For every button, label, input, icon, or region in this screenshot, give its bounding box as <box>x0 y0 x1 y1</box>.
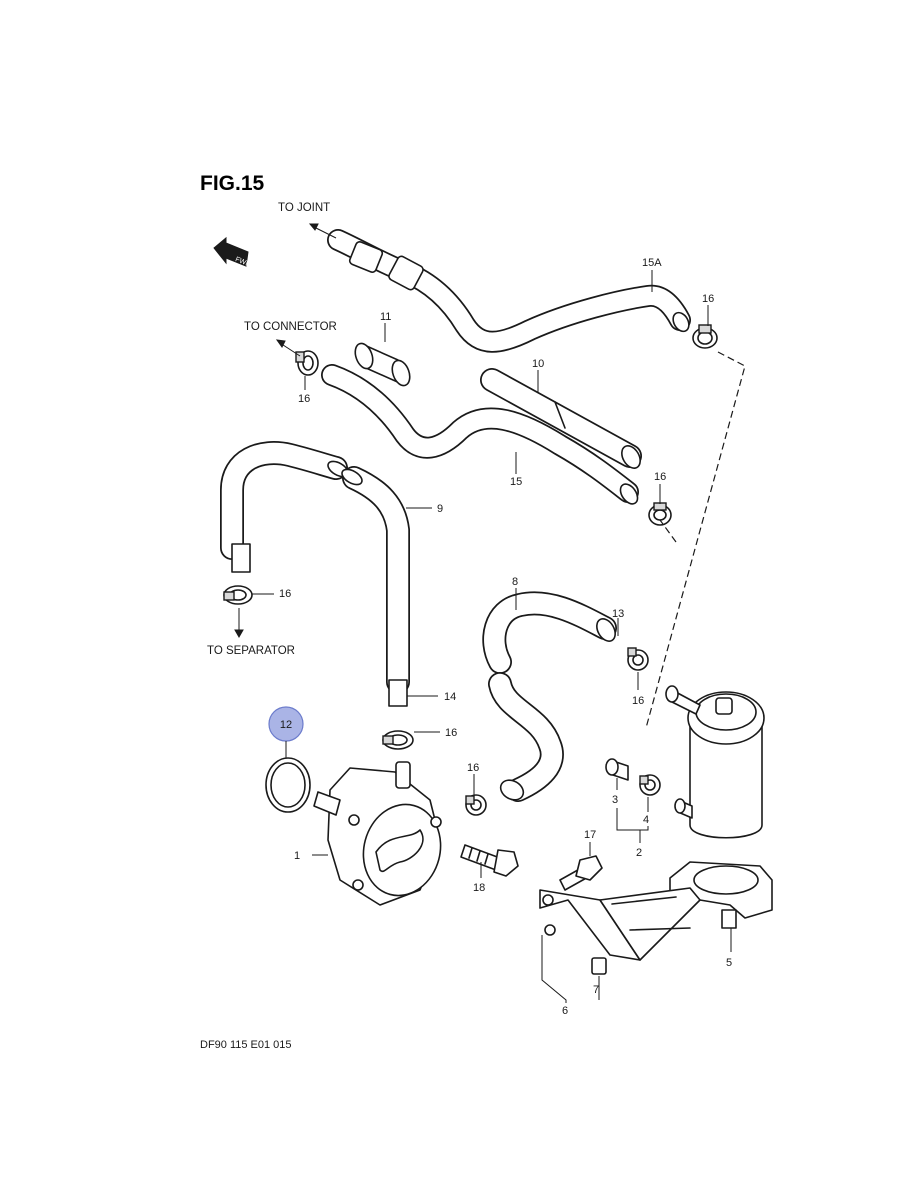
callout-4: 4 <box>643 814 649 826</box>
bracket-5[interactable] <box>669 861 773 929</box>
callout-15a: 15A <box>642 257 662 269</box>
fuel-pump-1[interactable] <box>313 761 451 906</box>
callout-11: 11 <box>380 311 391 323</box>
callout-9: 9 <box>437 503 443 515</box>
callout-10: 10 <box>532 358 544 370</box>
clamp-4[interactable] <box>639 774 661 796</box>
callout-5: 5 <box>726 957 732 969</box>
callout-6: 6 <box>562 1005 568 1017</box>
callouts: 15A 16 11 16 10 15 16 9 16 8 13 16 14 16… <box>252 257 732 1017</box>
hose-11[interactable] <box>352 341 413 388</box>
to-separator-label: TO SEPARATOR <box>207 645 295 657</box>
figure-title: FIG.15 <box>200 172 265 195</box>
callout-16-f: 16 <box>445 727 457 739</box>
to-joint-arrow: TO JOINT <box>278 202 337 239</box>
callout-12: 12 <box>280 719 292 731</box>
hose-15a[interactable] <box>327 229 692 353</box>
bolt-18[interactable] <box>460 844 519 877</box>
to-connector-label: TO CONNECTOR <box>244 321 337 333</box>
figure-code: DF90 115 E01 015 <box>200 1039 292 1051</box>
clamp-16-mid-right[interactable] <box>648 502 672 526</box>
hose-15[interactable] <box>321 364 641 507</box>
callout-16-a: 16 <box>702 293 714 305</box>
callout-14: 14 <box>444 691 456 703</box>
fitting-3[interactable] <box>605 758 629 781</box>
callout-2: 2 <box>636 847 642 859</box>
assembly-dash-lines <box>645 351 746 729</box>
callout-16-e: 16 <box>632 695 644 707</box>
hose-8[interactable] <box>482 591 619 803</box>
clamp-16-separator[interactable] <box>223 585 253 605</box>
callout-18: 18 <box>473 882 485 894</box>
callout-16-d: 16 <box>279 588 291 600</box>
to-joint-label: TO JOINT <box>278 202 330 214</box>
clamp-16-small[interactable] <box>465 794 487 816</box>
fuel-filter-2[interactable] <box>665 685 765 839</box>
callout-16-c: 16 <box>654 471 666 483</box>
clamp-16-top-right[interactable] <box>692 324 718 349</box>
o-ring-12[interactable] <box>265 757 311 813</box>
callout-15: 15 <box>510 476 522 488</box>
callout-7: 7 <box>593 984 599 996</box>
callout-3: 3 <box>612 794 618 806</box>
highlight-marker-12[interactable]: 12 <box>268 706 304 758</box>
clamp-16-13[interactable] <box>627 647 649 671</box>
forward-arrow-icon: FWD <box>213 236 252 269</box>
callout-17: 17 <box>584 829 596 841</box>
callout-16-g: 16 <box>467 762 479 774</box>
clamp-16-lower[interactable] <box>382 730 414 750</box>
to-connector-arrow: TO CONNECTOR <box>244 321 337 357</box>
hose-9[interactable] <box>220 441 410 707</box>
callout-13: 13 <box>612 608 624 620</box>
hose-10[interactable] <box>480 368 644 471</box>
callout-16-b: 16 <box>298 393 310 405</box>
to-separator-arrow: TO SEPARATOR <box>207 608 295 657</box>
clamp-16-left[interactable] <box>295 350 319 376</box>
callout-1: 1 <box>294 850 300 862</box>
bolt-17[interactable] <box>559 855 603 891</box>
bracket-6[interactable] <box>539 887 701 975</box>
fwd-label: FWD <box>234 256 251 268</box>
callout-8: 8 <box>512 576 518 588</box>
